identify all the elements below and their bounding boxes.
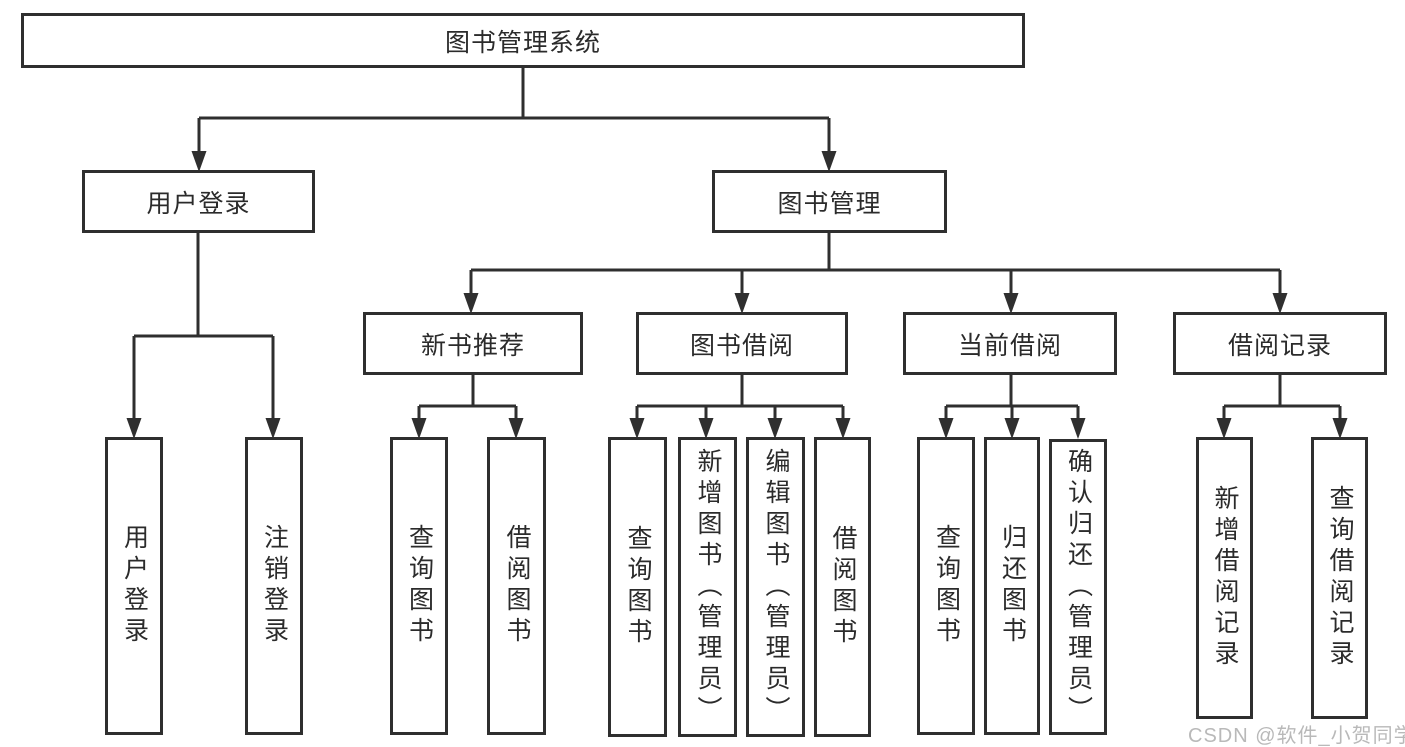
- arrow-down-icon: [1070, 418, 1086, 439]
- arrow-down-icon: [411, 418, 427, 439]
- leaf-query-book-2-label: 查询图书: [624, 525, 652, 649]
- arrow-down-icon: [734, 293, 750, 314]
- leaf-edit-book-admin: 编辑图书（管理员）: [746, 437, 805, 737]
- arrow-down-icon: [938, 418, 954, 439]
- leaf-query-borrow-record-label: 查询借阅记录: [1326, 485, 1354, 671]
- leaf-logout: 注销登录: [245, 437, 303, 735]
- node-current-borrow-label: 当前借阅: [957, 331, 1062, 360]
- node-new-book-rec-label: 新书推荐: [420, 331, 525, 360]
- connector-new-book-group: [411, 375, 524, 439]
- node-root: 图书管理系统: [21, 13, 1025, 68]
- connector-user-login-branch: [126, 233, 281, 439]
- arrow-down-icon: [821, 151, 837, 172]
- node-root-label: 图书管理系统: [444, 28, 601, 57]
- arrow-down-icon: [698, 418, 714, 439]
- arrow-down-icon: [629, 418, 645, 439]
- leaf-query-book-2: 查询图书: [608, 437, 667, 737]
- leaf-user-login-label: 用户登录: [120, 524, 149, 648]
- node-user-login-label: 用户登录: [146, 189, 251, 218]
- leaf-query-book-3: 查询图书: [917, 437, 975, 735]
- connector-borrow-record-group: [1216, 375, 1348, 439]
- leaf-query-borrow-record: 查询借阅记录: [1311, 437, 1368, 719]
- arrow-down-icon: [1272, 293, 1288, 314]
- watermark-text: CSDN @软件_小贺同学: [1188, 725, 1405, 747]
- leaf-borrow-book-2: 借阅图书: [814, 437, 871, 737]
- leaf-add-borrow-record-label: 新增借阅记录: [1211, 485, 1239, 671]
- arrow-down-icon: [767, 418, 783, 439]
- connector-book-borrow-group: [629, 375, 851, 439]
- leaf-return-book-label: 归还图书: [998, 524, 1027, 648]
- connector-current-borrow-group: [938, 375, 1086, 439]
- leaf-confirm-return-admin: 确认归还（管理员）: [1049, 439, 1107, 735]
- leaf-query-book-1: 查询图书: [390, 437, 448, 735]
- arrow-down-icon: [835, 418, 851, 439]
- node-new-book-rec: 新书推荐: [363, 312, 583, 375]
- arrow-down-icon: [1004, 418, 1020, 439]
- arrow-down-icon: [1332, 418, 1348, 439]
- node-user-login: 用户登录: [82, 170, 315, 233]
- leaf-confirm-return-admin-label: 确认归还（管理员）: [1064, 447, 1093, 727]
- node-book-mgmt: 图书管理: [712, 170, 947, 233]
- node-book-mgmt-label: 图书管理: [777, 189, 882, 218]
- leaf-borrow-book-1: 借阅图书: [487, 437, 546, 735]
- arrow-down-icon: [265, 418, 281, 439]
- leaf-query-book-3-label: 查询图书: [932, 524, 961, 648]
- node-borrow-record-label: 借阅记录: [1227, 331, 1332, 360]
- node-book-borrow: 图书借阅: [636, 312, 848, 375]
- connector-book-mgmt-to-level3: [463, 233, 1288, 314]
- leaf-logout-label: 注销登录: [260, 524, 289, 648]
- connector-root-to-level2: [191, 68, 837, 172]
- leaf-borrow-book-2-label: 借阅图书: [829, 525, 857, 649]
- leaf-user-login: 用户登录: [105, 437, 163, 735]
- leaf-add-borrow-record: 新增借阅记录: [1196, 437, 1253, 719]
- arrow-down-icon: [191, 151, 207, 172]
- arrow-down-icon: [463, 293, 479, 314]
- node-current-borrow: 当前借阅: [903, 312, 1117, 375]
- leaf-add-book-admin: 新增图书（管理员）: [678, 437, 737, 737]
- arrow-down-icon: [1216, 418, 1232, 439]
- arrow-down-icon: [508, 418, 524, 439]
- node-borrow-record: 借阅记录: [1173, 312, 1387, 375]
- leaf-add-book-admin-label: 新增图书（管理员）: [694, 447, 722, 727]
- leaf-query-book-1-label: 查询图书: [405, 524, 434, 648]
- leaf-return-book: 归还图书: [984, 437, 1040, 735]
- arrow-down-icon: [1003, 293, 1019, 314]
- node-book-borrow-label: 图书借阅: [689, 331, 794, 360]
- leaf-edit-book-admin-label: 编辑图书（管理员）: [762, 447, 790, 727]
- arrow-down-icon: [126, 418, 142, 439]
- leaf-borrow-book-1-label: 借阅图书: [503, 524, 531, 648]
